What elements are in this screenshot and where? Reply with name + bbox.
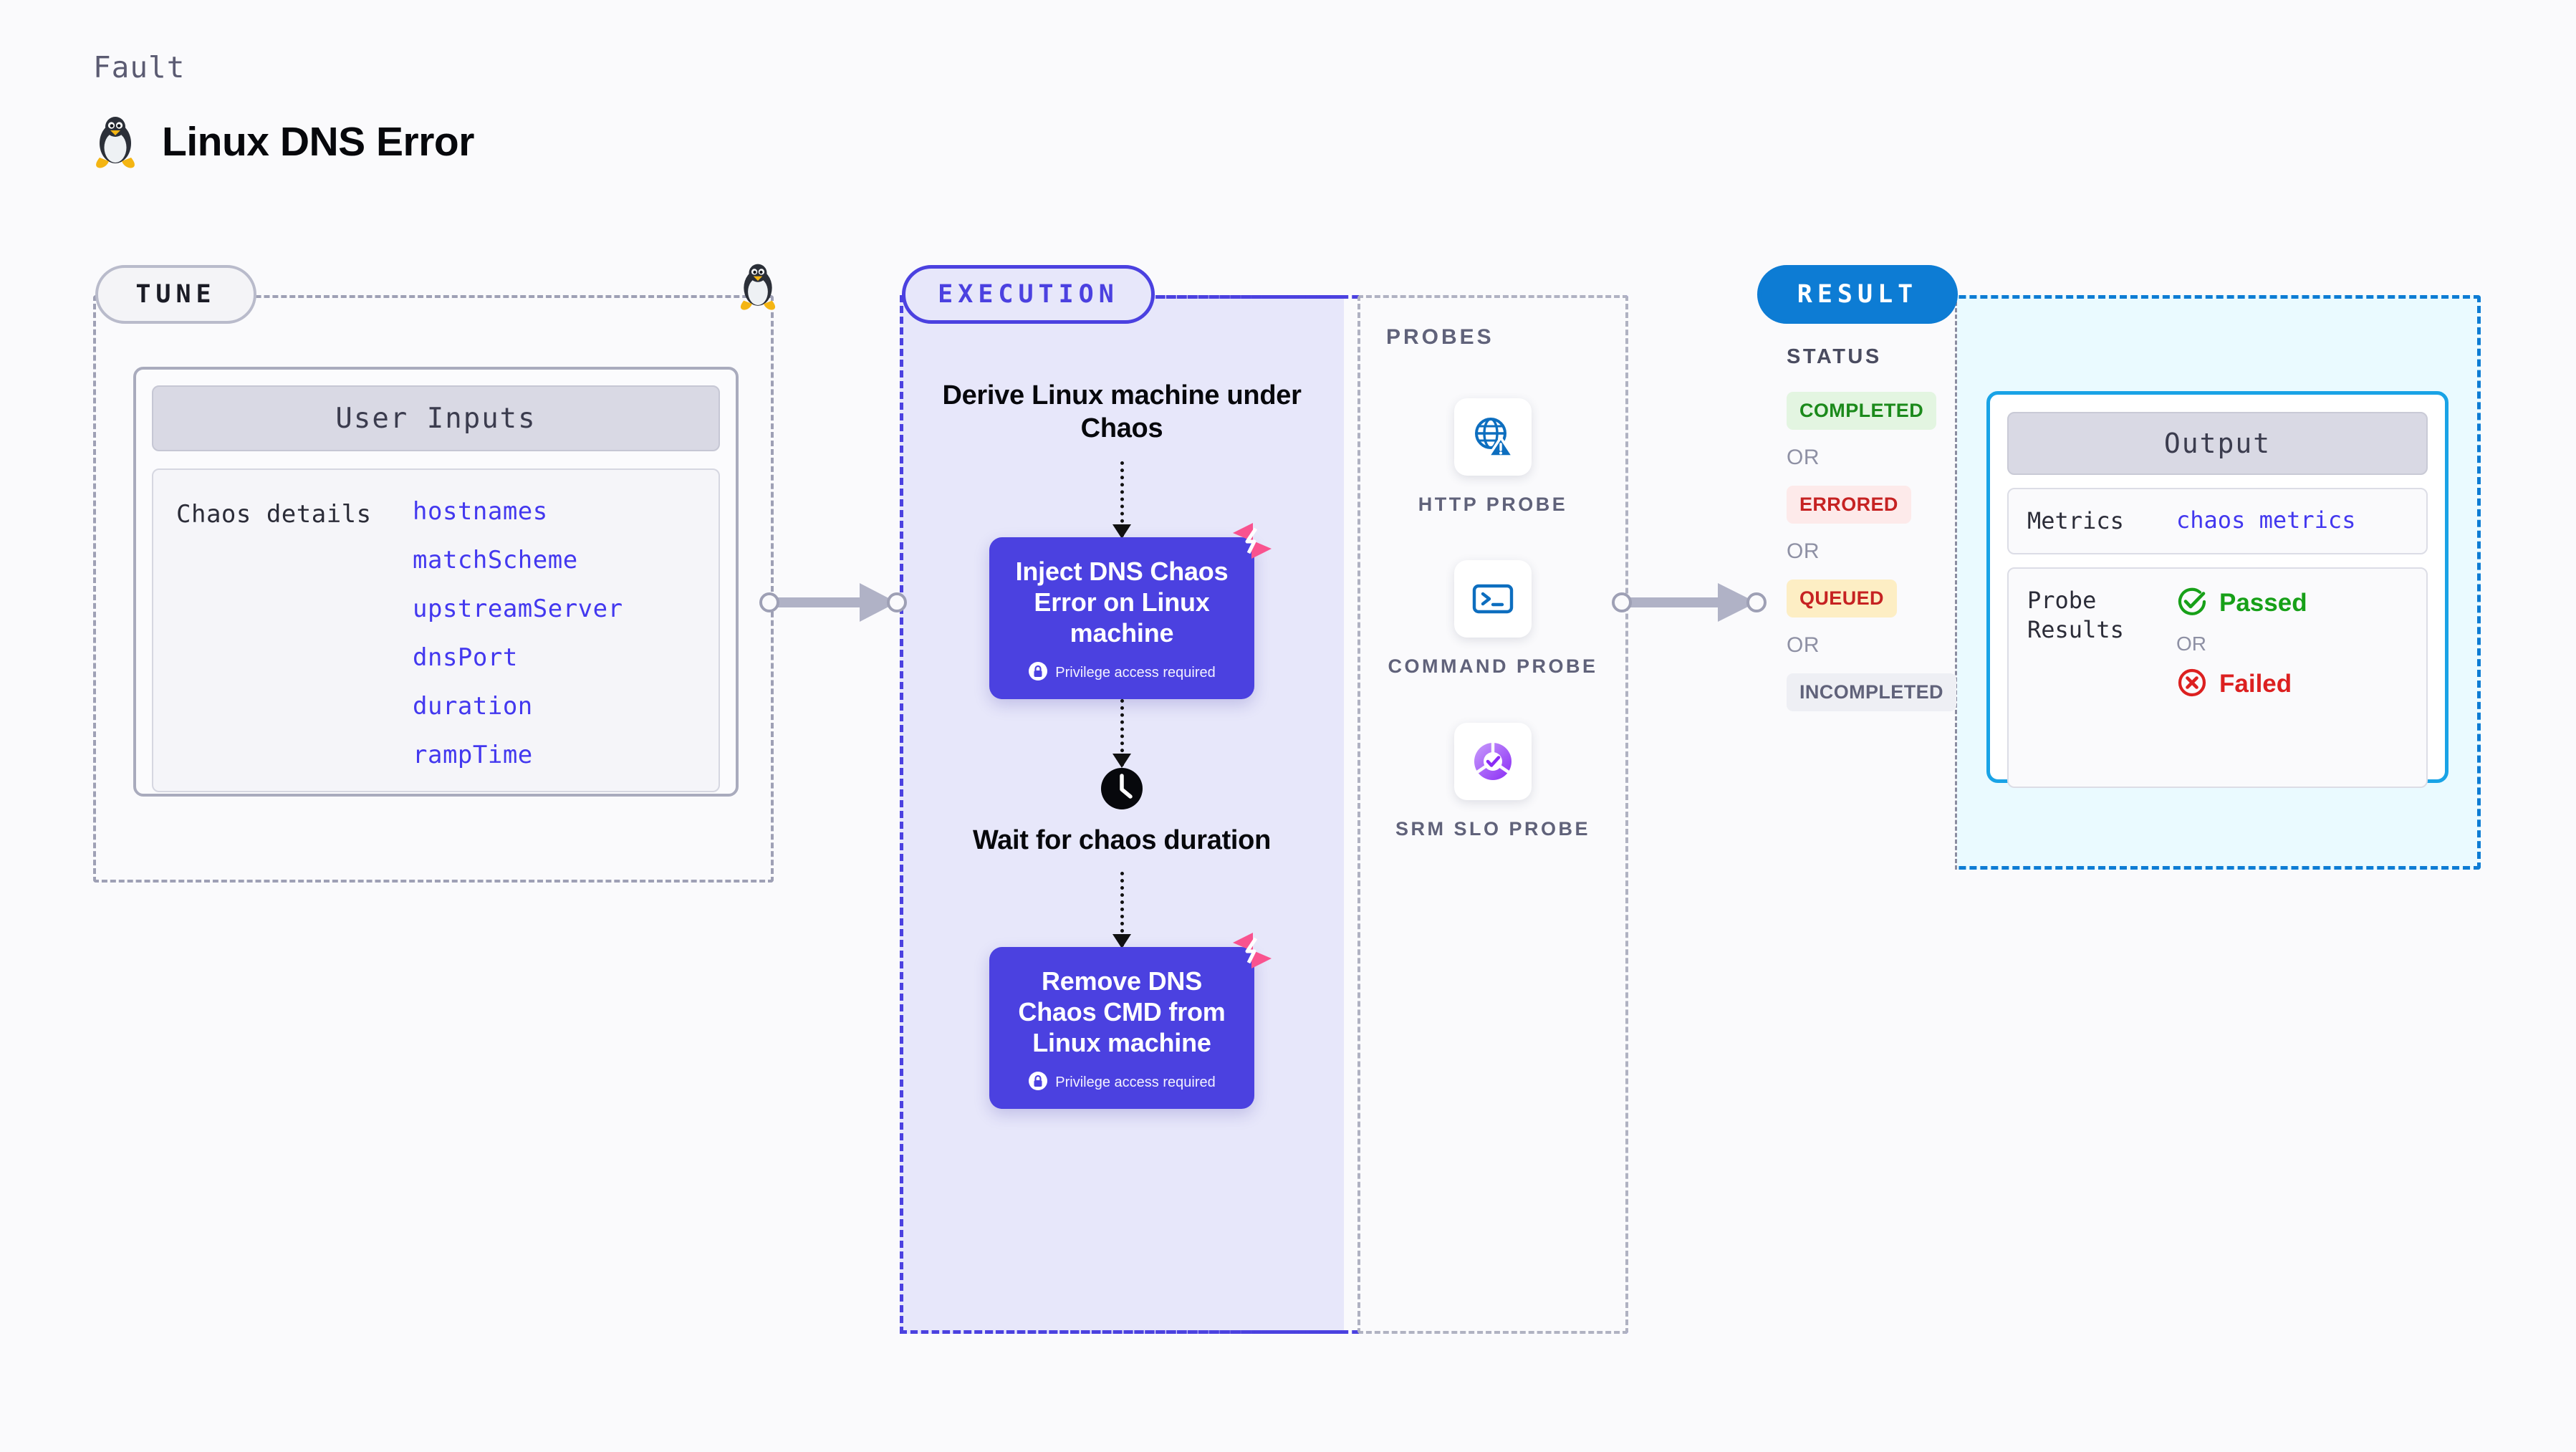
page-eyebrow: Fault: [93, 50, 186, 85]
execution-steps: Derive Linux machine under Chaos Inject …: [900, 295, 1344, 1334]
tune-to-execution-arrow: [759, 583, 907, 622]
user-inputs-header: User Inputs: [152, 385, 720, 451]
globe-warning-icon: [1454, 398, 1532, 476]
privilege-note-inject: Privilege access required: [1005, 661, 1239, 685]
probe-result-failed-label: Failed: [2219, 670, 2292, 698]
status-or-3: OR: [1787, 633, 1820, 657]
privilege-note-inject-text: Privilege access required: [1055, 665, 1216, 681]
exec-step-derive-label: Derive Linux machine under Chaos: [942, 380, 1302, 444]
clock-icon: [1100, 766, 1144, 811]
status-or-2: OR: [1787, 539, 1820, 563]
probe-label-command: COMMAND PROBE: [1388, 655, 1598, 678]
privilege-note-remove-text: Privilege access required: [1055, 1074, 1216, 1091]
probe-item-http[interactable]: HTTP PROBE: [1418, 398, 1568, 517]
status-badge-errored: ERRORED: [1787, 486, 1911, 524]
x-circle-icon: [2176, 667, 2208, 702]
exec-block-inject-dns-chaos[interactable]: Inject DNS Chaos Error on Linux machine …: [989, 522, 1272, 700]
chaos-param-hostnames[interactable]: hostnames: [413, 497, 548, 526]
probe-label-srm-slo: SRM SLO PROBE: [1395, 817, 1591, 840]
output-card-title: Output: [2007, 412, 2428, 475]
status-list: COMPLETED OR ERRORED OR QUEUED OR INCOMP…: [1787, 392, 1956, 711]
result-badge[interactable]: RESULT: [1757, 265, 1958, 324]
tune-panel: User Inputs Chaos details hostnames matc…: [93, 295, 774, 883]
harness-logo-icon: [1229, 927, 1276, 978]
lock-icon: [1028, 661, 1048, 685]
output-row-metrics: Metrics chaos metrics: [2007, 488, 2428, 554]
arrow-derive-to-inject: [1112, 461, 1131, 539]
chaos-param-ramptime[interactable]: rampTime: [413, 741, 533, 769]
status-or-1: OR: [1787, 446, 1820, 469]
terminal-icon: [1454, 560, 1532, 638]
status-badge-queued: QUEUED: [1787, 580, 1897, 617]
probe-result-or: OR: [2176, 632, 2206, 655]
exec-block-remove-title: Remove DNS Chaos CMD from Linux machine: [1018, 966, 1226, 1058]
chaos-param-duration[interactable]: duration: [413, 692, 533, 721]
status-title: STATUS: [1787, 345, 1882, 368]
tune-linux-penguin-icon: [738, 262, 778, 311]
probe-item-command[interactable]: COMMAND PROBE: [1388, 560, 1598, 679]
status-badge-completed: COMPLETED: [1787, 392, 1937, 430]
chaos-param-upstreamserver[interactable]: upstreamServer: [413, 595, 623, 623]
probe-results-values: Passed OR Failed: [2176, 586, 2307, 769]
linux-penguin-icon: [93, 115, 138, 169]
tune-badge[interactable]: TUNE: [95, 265, 256, 324]
arrow-wait-to-remove: [1112, 871, 1131, 948]
probe-label-http: HTTP PROBE: [1418, 494, 1568, 515]
arrow-inject-to-wait: [1112, 699, 1131, 769]
probe-result-failed: Failed: [2176, 667, 2307, 702]
probes-to-result-arrow: [1612, 583, 1767, 622]
slo-donut-check-icon: [1454, 722, 1532, 800]
lock-icon: [1028, 1071, 1048, 1095]
probes-title: PROBES: [1386, 325, 1494, 349]
probes-list: HTTP PROBE COMMAND PROBE: [1360, 398, 1625, 842]
page-title-row: Linux DNS Error: [93, 115, 474, 169]
chaos-param-matchscheme[interactable]: matchScheme: [413, 546, 578, 574]
status-badge-incompleted: INCOMPLETED: [1787, 673, 1956, 711]
check-circle-icon: [2176, 586, 2208, 621]
output-card: Output Metrics chaos metrics Probe Resul…: [1986, 391, 2448, 788]
exec-step-wait-label: Wait for chaos duration: [972, 825, 1272, 856]
output-label-metrics: Metrics: [2027, 507, 2124, 534]
chaos-details-label: Chaos details: [176, 500, 372, 529]
execution-badge[interactable]: EXECUTION: [902, 265, 1155, 324]
output-value-metrics[interactable]: chaos metrics: [2176, 506, 2356, 534]
page-title: Linux DNS Error: [162, 119, 474, 165]
privilege-note-remove: Privilege access required: [1005, 1071, 1239, 1095]
chaos-parameter-list: hostnames matchScheme upstreamServer dns…: [413, 497, 623, 769]
user-inputs-card: User Inputs Chaos details hostnames matc…: [133, 367, 739, 797]
chaos-details-box: Chaos details hostnames matchScheme upst…: [152, 468, 720, 792]
probe-result-passed-label: Passed: [2219, 589, 2307, 617]
exec-block-inject-title: Inject DNS Chaos Error on Linux machine: [1015, 556, 1229, 648]
probes-panel: PROBES HTTP PROBE: [1357, 295, 1628, 1334]
status-column: STATUS COMPLETED OR ERRORED OR QUEUED OR…: [1755, 295, 1957, 870]
output-label-probe-results: Probe Results: [2027, 586, 2124, 643]
output-row-probe-results: Probe Results Passed OR: [2007, 567, 2428, 788]
harness-logo-icon: [1229, 517, 1276, 568]
exec-block-remove-dns-chaos[interactable]: Remove DNS Chaos CMD from Linux machine …: [989, 932, 1272, 1110]
probe-result-passed: Passed: [2176, 586, 2307, 621]
probe-item-srm-slo[interactable]: SRM SLO PROBE: [1395, 722, 1591, 842]
chaos-param-dnsport[interactable]: dnsPort: [413, 643, 518, 672]
